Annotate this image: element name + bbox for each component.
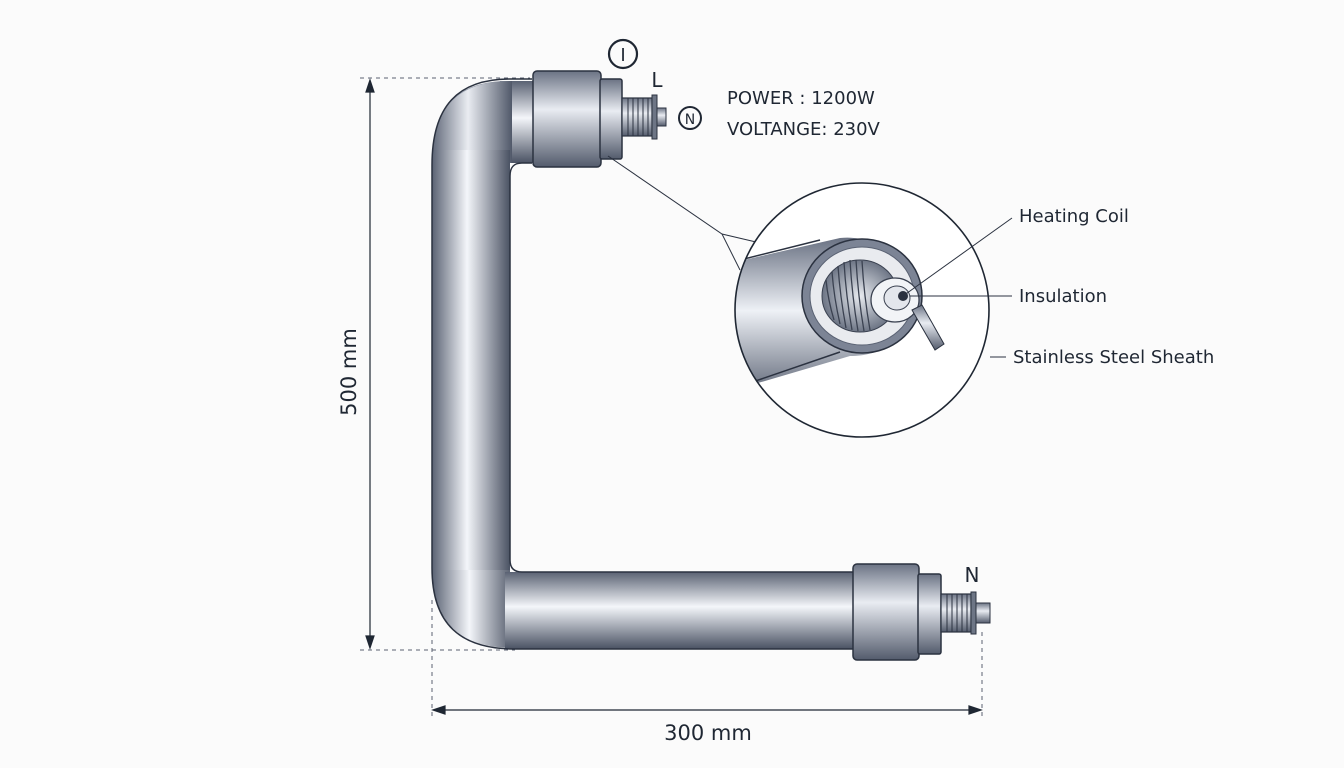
ground-terminal-label: I — [620, 45, 625, 66]
cross-section-zoom — [734, 182, 990, 438]
power-spec: POWER : 1200W — [727, 88, 875, 109]
neutral-terminal-symbol: N — [678, 106, 702, 130]
voltage-spec: VOLTANGE: 230V — [727, 119, 881, 140]
width-dimension-label: 300 mm — [664, 721, 752, 745]
height-dimension-label: 500 mm — [337, 328, 361, 416]
live-terminal-label: L — [651, 68, 663, 92]
neutral-terminal-label: N — [965, 563, 980, 587]
insulation-callout: Insulation — [1019, 286, 1107, 307]
neutral-circle-label: N — [685, 112, 695, 128]
heating-tube — [431, 78, 857, 650]
zoom-leader-lines — [607, 155, 757, 271]
height-dimension-arrow — [365, 78, 375, 650]
width-dimension-arrow — [431, 705, 983, 715]
top-fitting — [532, 70, 667, 168]
sheath-callout: Stainless Steel Sheath — [1013, 347, 1214, 368]
dimension-extension-lines — [360, 77, 983, 718]
bottom-fitting — [852, 563, 991, 661]
ground-terminal-symbol: I — [607, 38, 639, 70]
heating-coil-callout: Heating Coil — [1019, 206, 1129, 227]
callout-leaders — [902, 217, 1013, 358]
